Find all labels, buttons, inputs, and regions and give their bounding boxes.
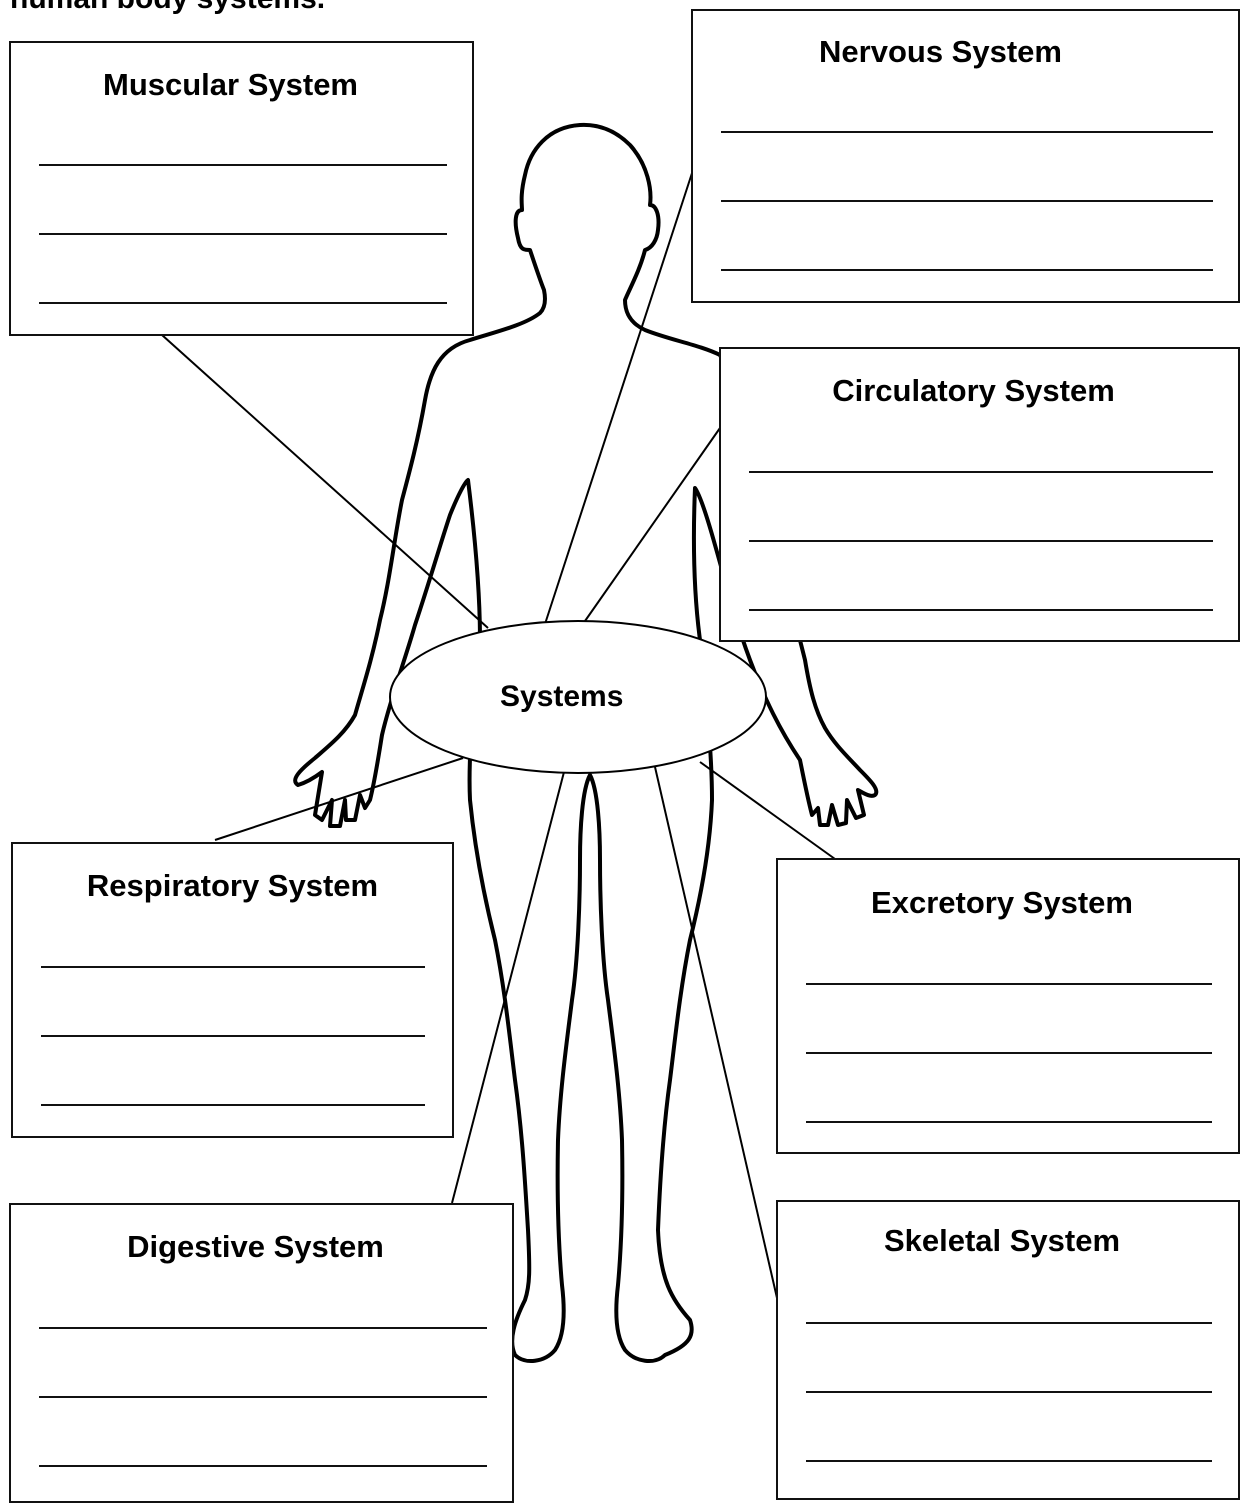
skeletal-answer-line-3[interactable]: [806, 1460, 1212, 1462]
connector-digestive: [452, 772, 564, 1203]
respiratory-answer-line-2[interactable]: [41, 1035, 425, 1037]
skeletal-system-box: Skeletal System: [776, 1200, 1240, 1500]
digestive-system-box: Digestive System: [9, 1203, 514, 1503]
respiratory-answer-line-3[interactable]: [41, 1104, 425, 1106]
circulatory-system-box: Circulatory System: [719, 347, 1240, 642]
circulatory-answer-line-2[interactable]: [749, 540, 1213, 542]
muscular-answer-line-3[interactable]: [39, 302, 447, 304]
connector-nervous: [545, 170, 693, 624]
nervous-answer-line-3[interactable]: [721, 269, 1213, 271]
systems-label: Systems: [500, 680, 623, 714]
digestive-system-title: Digestive System: [0, 1229, 512, 1265]
excretory-answer-line-1[interactable]: [806, 983, 1212, 985]
muscular-system-title: Muscular System: [0, 67, 472, 103]
circulatory-answer-line-1[interactable]: [749, 471, 1213, 473]
digestive-answer-line-2[interactable]: [39, 1396, 487, 1398]
circulatory-system-title: Circulatory System: [709, 373, 1238, 409]
nervous-answer-line-2[interactable]: [721, 200, 1213, 202]
digestive-answer-line-1[interactable]: [39, 1327, 487, 1329]
digestive-answer-line-3[interactable]: [39, 1465, 487, 1467]
skeletal-answer-line-2[interactable]: [806, 1391, 1212, 1393]
respiratory-system-title: Respiratory System: [13, 868, 452, 904]
nervous-system-box: Nervous System: [691, 9, 1240, 303]
connector-circulatory: [585, 428, 720, 621]
skeletal-system-title: Skeletal System: [766, 1223, 1238, 1259]
muscular-answer-line-2[interactable]: [39, 233, 447, 235]
connector-muscular: [162, 335, 488, 628]
nervous-system-title: Nervous System: [643, 34, 1238, 70]
circulatory-answer-line-3[interactable]: [749, 609, 1213, 611]
excretory-system-box: Excretory System: [776, 858, 1240, 1154]
muscular-system-box: Muscular System: [9, 41, 474, 336]
excretory-answer-line-3[interactable]: [806, 1121, 1212, 1123]
respiratory-system-box: Respiratory System: [11, 842, 454, 1138]
excretory-system-title: Excretory System: [766, 885, 1238, 921]
respiratory-answer-line-1[interactable]: [41, 966, 425, 968]
muscular-answer-line-1[interactable]: [39, 164, 447, 166]
nervous-answer-line-1[interactable]: [721, 131, 1213, 133]
skeletal-answer-line-1[interactable]: [806, 1322, 1212, 1324]
excretory-answer-line-2[interactable]: [806, 1052, 1212, 1054]
connector-skeletal: [655, 767, 777, 1298]
